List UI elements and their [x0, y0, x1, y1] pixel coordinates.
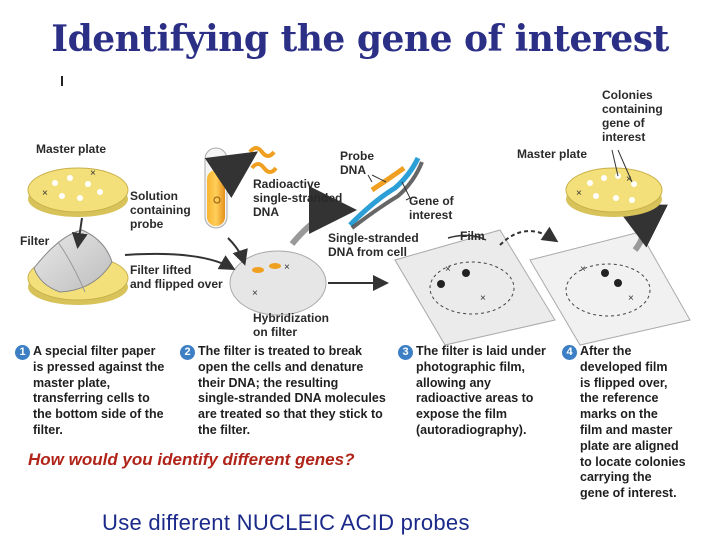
svg-text:×: × [480, 293, 486, 304]
probe-squiggles [248, 146, 278, 174]
svg-text:×: × [626, 174, 632, 185]
step-3-badge: 3 [398, 345, 413, 360]
film-sheet-1: × × [394, 229, 556, 346]
question-text: How would you identify different genes? [28, 450, 355, 469]
svg-text:×: × [580, 264, 586, 275]
step-4-badge: 4 [562, 345, 577, 360]
svg-text:×: × [90, 168, 96, 179]
master-plate-left: ×× [27, 167, 129, 217]
film-sheet-2: × × [529, 231, 691, 346]
svg-text:×: × [284, 262, 290, 273]
svg-text:×: × [576, 188, 582, 199]
svg-text:×: × [628, 293, 634, 304]
label-master-plate-right: Master plate [517, 147, 588, 161]
master-plate-right: ×× [565, 167, 663, 217]
page-title: Identifying the gene of interest [51, 18, 669, 60]
svg-text:×: × [445, 264, 451, 275]
svg-text:×: × [252, 288, 258, 299]
svg-text:×: × [42, 188, 48, 199]
label-filter: Filter [20, 234, 50, 248]
hybridization-filter: × × [229, 250, 327, 316]
step-2-badge: 2 [180, 345, 195, 360]
filter-on-plate [27, 229, 129, 305]
label-master-plate-left: Master plate [36, 142, 107, 156]
answer-text: Use different NUCLEIC ACID probes [102, 510, 470, 535]
test-tube [204, 147, 228, 229]
label-film: Film [460, 229, 485, 243]
dna-strand [348, 156, 424, 230]
step-1-badge: 1 [15, 345, 30, 360]
